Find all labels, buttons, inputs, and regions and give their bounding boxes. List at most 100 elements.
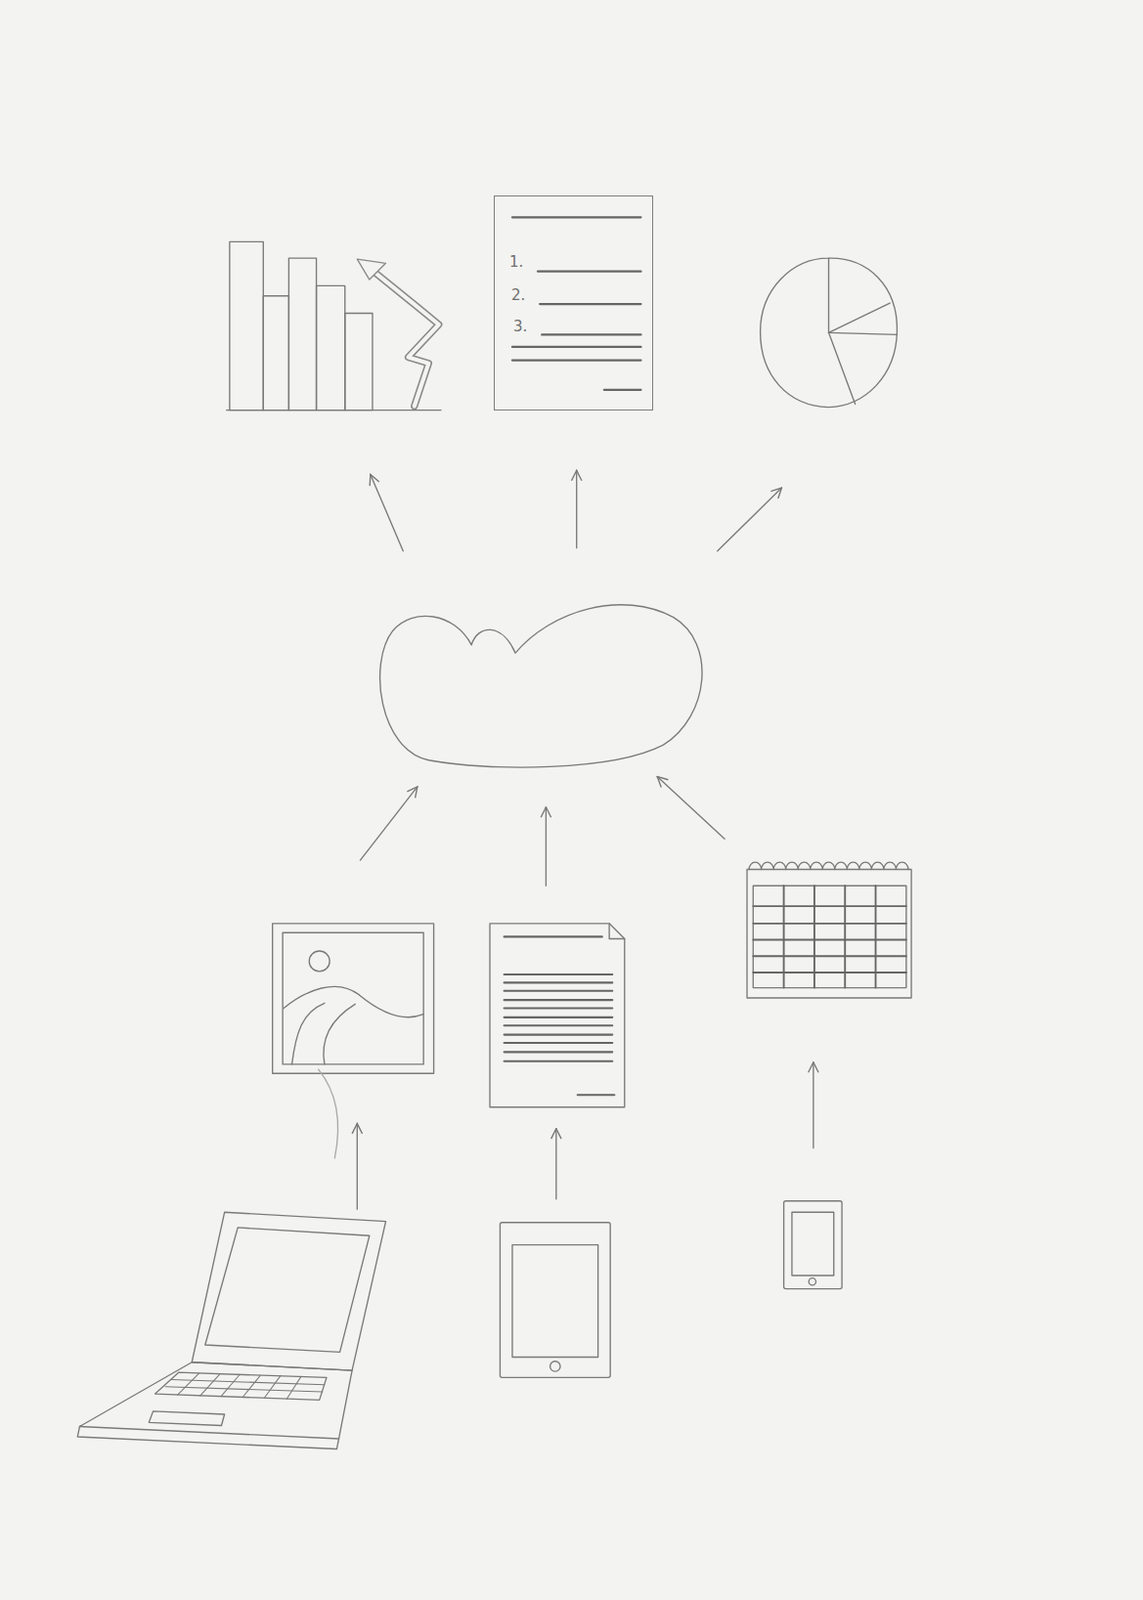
text-file-icon-part (504, 1034, 614, 1037)
arrow-part (657, 776, 725, 839)
laptop-icon-part (165, 1387, 323, 1393)
list-document-lines (512, 217, 642, 390)
arrow-part (812, 1062, 814, 1149)
image-icon-part (308, 951, 330, 972)
text-file-icon-part (577, 1094, 616, 1097)
calendar-icon-part (752, 923, 907, 925)
list-document-lines-part (541, 333, 641, 336)
laptop-icon-part (200, 1374, 220, 1397)
phone-icon-part (808, 1278, 816, 1286)
laptop-icon-part (177, 1373, 200, 1396)
arrow-part (370, 474, 403, 551)
pie-chart-icon-part (760, 258, 898, 407)
laptop-icon-part (148, 1411, 224, 1427)
tablet-icon-part (550, 1362, 561, 1372)
list-document-lines-part (604, 389, 642, 392)
calendar-icon (747, 862, 912, 999)
tablet-icon-part (499, 1223, 611, 1379)
laptop-icon (77, 1212, 386, 1450)
image-icon-part (272, 923, 435, 1074)
list-document-lines-part (512, 358, 642, 361)
text-file-icon-part (504, 935, 603, 938)
cloud-icon-part (380, 605, 703, 768)
laptop-icon-part (79, 1362, 352, 1440)
calendar-icon-part (783, 885, 786, 988)
arrow (370, 470, 783, 551)
phone-icon (784, 1201, 842, 1290)
list-document-lines-part (537, 270, 641, 273)
calendar-icon-part (843, 885, 846, 988)
bar-chart-icon-part (288, 258, 316, 411)
image-icon-part (282, 932, 424, 1065)
arrow (356, 1062, 814, 1210)
arrow (359, 776, 725, 886)
laptop-icon-part (220, 1374, 240, 1397)
list-number: 3. (513, 319, 528, 335)
image-icon-part (292, 1003, 325, 1065)
text-file-icon-part (504, 990, 614, 993)
text-file-icon-part (504, 936, 616, 1096)
calendar-icon-part (747, 869, 912, 999)
calendar-icon-part (752, 955, 907, 958)
list-number: 1. (509, 255, 524, 270)
tablet-icon (499, 1223, 611, 1379)
calendar-icon-part (752, 939, 907, 942)
phone-icon-part (784, 1201, 842, 1290)
bar-chart-icon-part (356, 259, 386, 280)
image-icon (272, 923, 435, 1159)
bar-chart-icon-part (229, 241, 264, 410)
phone-icon-part (791, 1212, 835, 1276)
calendar-icon-part (748, 862, 909, 870)
text-file-icon-part (489, 923, 625, 1108)
cloud-icon (380, 605, 703, 768)
bar-chart-icon-part (373, 271, 440, 407)
laptop-icon-part (263, 1375, 281, 1399)
laptop-icon-part (77, 1427, 339, 1451)
calendar-icon-part (752, 885, 907, 988)
arrow-part (356, 1123, 358, 1210)
text-file-icon-part (504, 973, 614, 976)
list-document-lines-part (539, 303, 641, 306)
arrow-part (555, 1129, 557, 1200)
bar-chart-icon-part (345, 313, 373, 411)
image-icon-part (318, 1069, 339, 1159)
list-document: 1. 2. 3. (493, 195, 654, 411)
text-file-icon-part (504, 1060, 614, 1063)
pie-chart-icon-part (829, 303, 891, 333)
bar-chart-icon (226, 241, 441, 410)
text-file-icon-part (504, 981, 614, 984)
calendar-icon-part (875, 885, 878, 988)
calendar-icon-part (752, 971, 907, 974)
tablet-icon-part (512, 1245, 599, 1359)
pie-chart-icon (760, 258, 898, 407)
text-file-icon-part (504, 1016, 614, 1019)
list-document-lines-part (512, 216, 642, 219)
laptop-icon-part (286, 1376, 302, 1400)
calendar-icon-part (752, 905, 907, 908)
text-file-icon-part (504, 1042, 614, 1045)
laptop-icon-part (191, 1212, 386, 1371)
calendar-icon-part (813, 885, 816, 988)
list-number: 2. (511, 288, 526, 304)
laptop-icon-part (165, 1373, 325, 1400)
text-file-icon-part (504, 1051, 614, 1054)
bar-chart-icon-part (373, 271, 440, 407)
text-file-icon-part (609, 923, 625, 940)
laptop-icon-part (171, 1379, 325, 1385)
pie-chart-icon-part (828, 258, 830, 333)
image-icon-part (323, 1004, 355, 1065)
pie-chart-icon-part (829, 332, 856, 404)
laptop-icon-part (242, 1375, 261, 1398)
text-file-icon-part (504, 1007, 614, 1010)
arrow-part (717, 487, 783, 552)
text-file-icon-part (504, 999, 614, 1002)
arrow-part (545, 807, 547, 886)
image-icon-part (283, 986, 424, 1017)
pie-chart-icon-part (829, 332, 898, 335)
calendar-icon-part (752, 885, 907, 988)
laptop-icon-part (205, 1228, 370, 1353)
text-file-icon-part (504, 1024, 614, 1027)
